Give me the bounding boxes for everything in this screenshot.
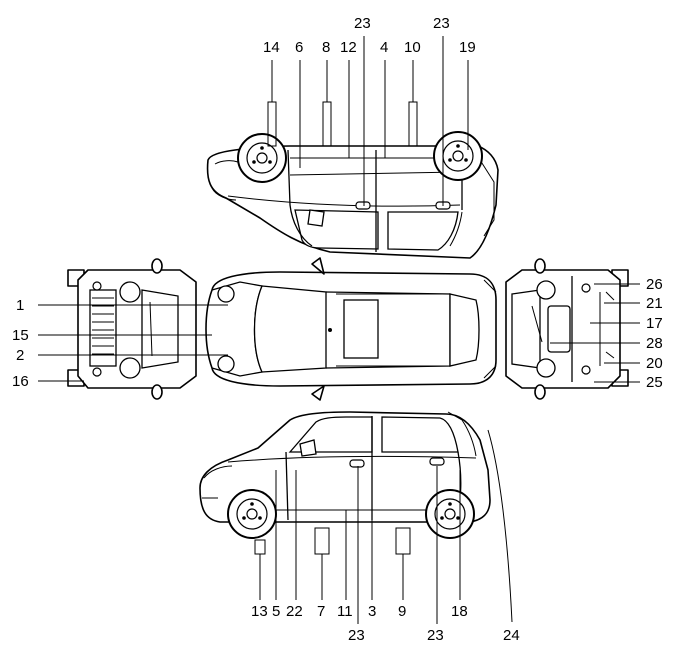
car-left-side-view	[199, 411, 491, 555]
label-20: 20	[646, 355, 663, 372]
label-28: 28	[646, 335, 663, 352]
label-23-top-right: 23	[433, 15, 450, 32]
car-top-view	[205, 257, 497, 401]
label-10: 10	[404, 39, 421, 56]
label-5: 5	[272, 603, 280, 620]
label-18: 18	[451, 603, 468, 620]
label-15: 15	[12, 327, 29, 344]
label-21: 21	[646, 295, 663, 312]
leader-lines	[38, 36, 640, 624]
label-4: 4	[380, 39, 388, 56]
front-wheel-top-view	[237, 133, 287, 183]
label-23-bottom-left: 23	[348, 627, 365, 644]
part-number-labels: 23 23 14 6 8 12 4 10 19 1 15 2 16 26 21 …	[12, 15, 663, 644]
label-16: 16	[12, 373, 29, 390]
label-25: 25	[646, 374, 663, 391]
rear-wheel-top-view	[433, 131, 483, 181]
label-11: 11	[337, 603, 353, 620]
front-wheel-side-view	[227, 489, 277, 539]
label-14: 14	[263, 39, 280, 56]
label-3: 3	[368, 603, 376, 620]
car-front-view	[67, 258, 197, 400]
car-right-side-view	[206, 101, 499, 259]
label-24: 24	[503, 627, 520, 644]
label-13: 13	[251, 603, 268, 620]
label-17: 17	[646, 315, 663, 332]
label-1: 1	[16, 297, 24, 314]
label-26: 26	[646, 276, 663, 293]
label-22: 22	[286, 603, 303, 620]
car-rear-view	[505, 258, 629, 400]
label-9: 9	[398, 603, 406, 620]
rear-wheel-side-view	[425, 489, 475, 539]
label-2: 2	[16, 347, 24, 364]
label-8: 8	[322, 39, 330, 56]
label-23-bottom-right: 23	[427, 627, 444, 644]
label-6: 6	[295, 39, 303, 56]
label-12: 12	[340, 39, 357, 56]
label-23-top-left: 23	[354, 15, 371, 32]
label-19: 19	[459, 39, 476, 56]
label-7: 7	[317, 603, 325, 620]
